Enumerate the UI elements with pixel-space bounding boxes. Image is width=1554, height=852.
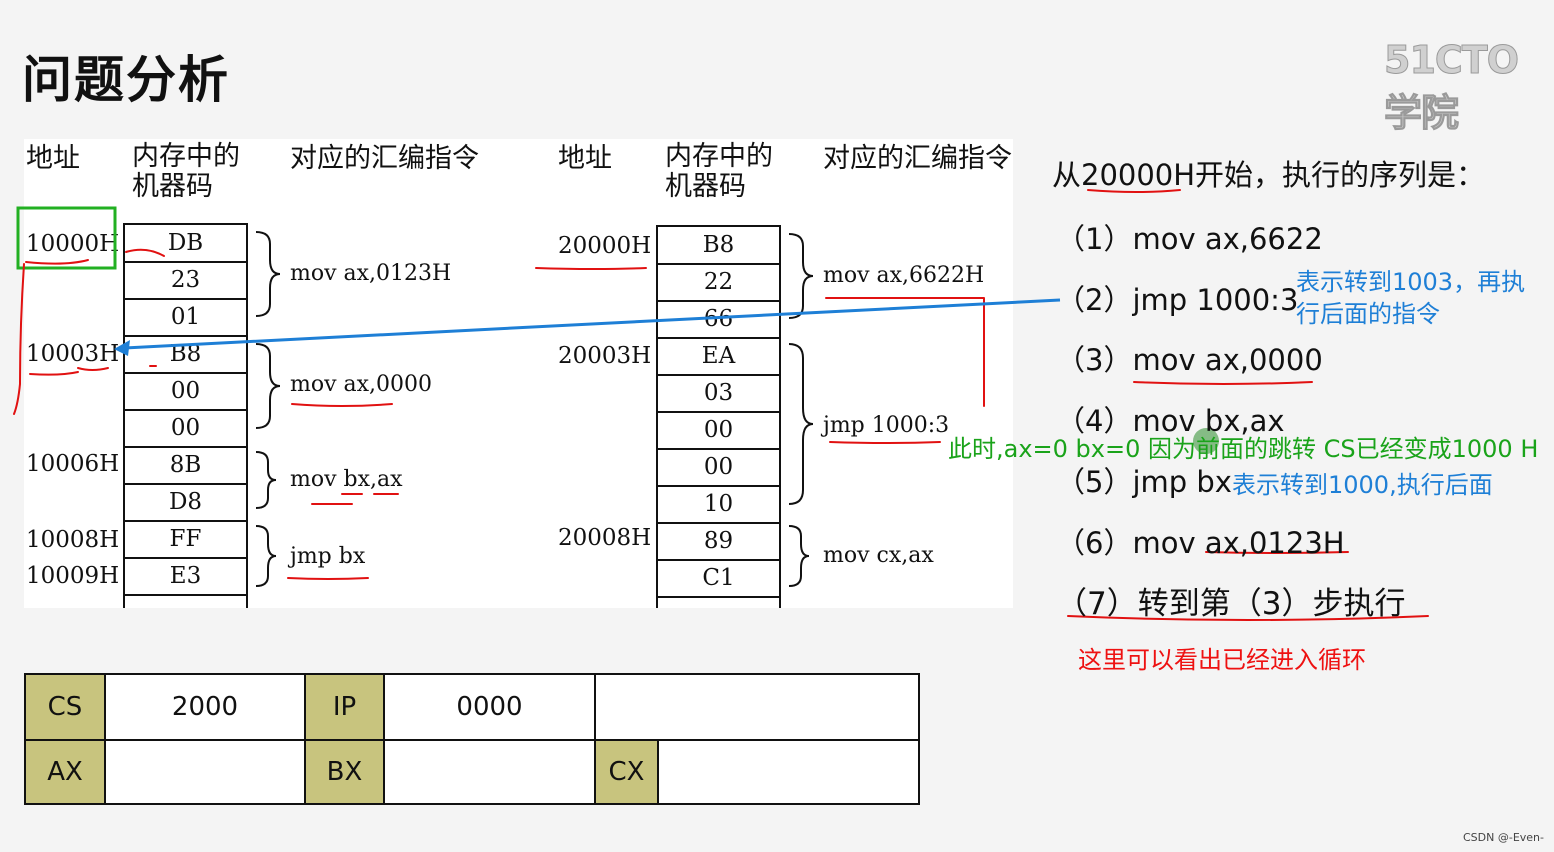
left-column-top	[123, 223, 248, 225]
byte-cell: 8B	[124, 447, 247, 485]
address-header-right: 地址	[558, 143, 612, 174]
left-column-border-r	[246, 223, 248, 608]
register-table: CS 2000 IP 0000 AX BX CX	[24, 673, 920, 805]
register-value-bx	[385, 741, 596, 803]
address-right-1: 20003H	[558, 343, 652, 369]
register-value-ax	[106, 741, 306, 803]
address-right-2: 20008H	[558, 525, 652, 551]
address-left-1: 10003H	[26, 341, 120, 367]
byte-cell: 00	[124, 373, 247, 411]
machine-code-header-right-2: 机器码	[665, 171, 746, 202]
instruction-left-3: jmp bx	[290, 544, 366, 569]
register-value-ip: 0000	[385, 675, 596, 741]
credit-watermark: CSDN @-Even-	[1463, 831, 1544, 844]
assembly-header-right: 对应的汇编指令	[823, 143, 1012, 174]
address-left-2: 10006H	[26, 451, 120, 477]
loop-note: 这里可以看出已经进入循环	[1078, 646, 1366, 674]
byte-cell: 00	[657, 449, 780, 487]
byte-cell: 10	[657, 486, 780, 524]
jmp-bx-note: 表示转到1000,执行后面	[1232, 471, 1493, 499]
byte-cell: 23	[124, 262, 247, 300]
register-value-cs: 2000	[106, 675, 306, 741]
instruction-right-0: mov ax,6622H	[823, 263, 985, 288]
assembly-header-left: 对应的汇编指令	[290, 143, 479, 174]
instruction-left-0: mov ax,0123H	[290, 261, 452, 286]
address-right-0: 20000H	[558, 233, 652, 259]
byte-cell: 00	[124, 410, 247, 448]
slide-title: 问题分析	[22, 51, 230, 109]
instruction-left-2: mov bx,ax	[290, 467, 403, 492]
sequence-heading: 从20000H开始，执行的序列是：	[1052, 158, 1486, 192]
sequence-step: （3）mov ax,0000	[1056, 343, 1323, 377]
jump-arrow-icon	[114, 298, 1061, 356]
byte-cell: B8	[657, 227, 780, 265]
cursor-icon	[1193, 428, 1219, 454]
address-left-0: 10000H	[26, 231, 120, 257]
machine-code-header-left-2: 机器码	[132, 171, 213, 202]
state-note: 此时,ax=0 bx=0 因为前面的跳转 CS已经变成1000 H	[948, 435, 1539, 463]
right-column-border-l	[656, 225, 658, 608]
register-label-ax: AX	[26, 741, 106, 803]
byte-cell: D8	[124, 484, 247, 522]
machine-code-header-left-1: 内存中的	[132, 141, 240, 172]
sequence-step: （5）jmp bx	[1056, 465, 1232, 499]
right-column-border-r	[779, 225, 781, 608]
register-label-ip: IP	[306, 675, 385, 741]
address-header-left: 地址	[26, 143, 80, 174]
byte-cell: EA	[657, 338, 780, 376]
left-column-border-l	[123, 223, 125, 608]
register-empty-cell	[596, 675, 918, 741]
byte-cell: FF	[124, 521, 247, 559]
byte-cell: C1	[657, 560, 780, 598]
instruction-right-1: jmp 1000:3	[823, 413, 950, 438]
sequence-step: （7）转到第（3）步执行	[1056, 586, 1406, 622]
address-left-3: 10008H	[26, 527, 120, 553]
byte-cell: 22	[657, 264, 780, 302]
byte-cell: 89	[657, 523, 780, 561]
instruction-left-1: mov ax,0000	[290, 372, 433, 397]
byte-cell: 03	[657, 375, 780, 413]
register-label-bx: BX	[306, 741, 385, 803]
highlight-box	[16, 206, 117, 270]
register-label-cx: CX	[596, 741, 659, 803]
machine-code-header-right-1: 内存中的	[665, 141, 773, 172]
byte-cell: E3	[124, 558, 247, 596]
register-value-cx	[659, 741, 918, 803]
byte-cell: 00	[657, 412, 780, 450]
jump-note-line: 表示转到1003，再执	[1296, 268, 1526, 296]
jump-note: 表示转到1003，再执 行后面的指令	[1296, 266, 1525, 330]
address-left-4: 10009H	[26, 563, 120, 589]
sequence-step: （6）mov ax,0123H	[1056, 526, 1345, 560]
brand-logo: 51CTO学院	[1384, 38, 1520, 136]
right-column-top	[656, 225, 781, 227]
instruction-right-2: mov cx,ax	[823, 543, 934, 568]
sequence-step: （1）mov ax,6622	[1056, 222, 1323, 256]
memory-panel: 地址 内存中的 机器码 对应的汇编指令 10000H 10003H 10006H…	[24, 139, 1013, 608]
byte-cell: 01	[124, 299, 247, 337]
sequence-step: （2）jmp 1000:3	[1056, 283, 1299, 317]
jump-note-line: 行后面的指令	[1296, 300, 1440, 328]
register-label-cs: CS	[26, 675, 106, 741]
byte-cell: DB	[124, 225, 247, 263]
brace-icon	[255, 231, 814, 587]
sequence-step: （4）mov bx,ax	[1056, 404, 1285, 438]
